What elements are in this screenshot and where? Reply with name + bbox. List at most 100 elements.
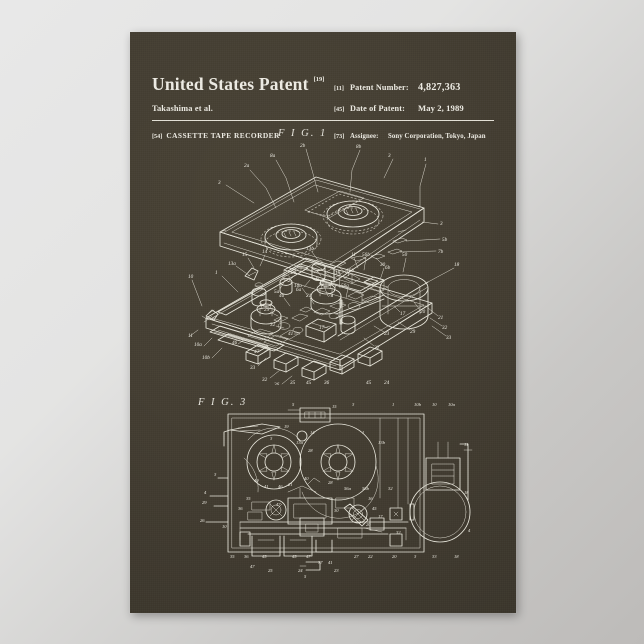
patent-date-value: May 2, 1989 (418, 103, 464, 113)
svg-text:56a: 56a (344, 486, 352, 491)
svg-text:41: 41 (288, 330, 294, 337)
motor-flywheel (379, 274, 429, 330)
inventor-name: Takashima et al. (152, 104, 213, 113)
svg-text:28: 28 (308, 448, 313, 453)
svg-text:29: 29 (264, 307, 270, 313)
svg-text:8b: 8b (356, 144, 362, 150)
header-divider (152, 120, 494, 121)
svg-text:33: 33 (432, 554, 437, 559)
svg-text:6a: 6a (296, 287, 302, 293)
svg-text:46: 46 (232, 339, 238, 346)
svg-text:3: 3 (414, 554, 417, 559)
title-reference-code: [19] (313, 75, 325, 83)
svg-text:14: 14 (310, 430, 315, 435)
svg-text:32: 32 (442, 325, 448, 331)
figure-3-caption: F I G. 3 (198, 397, 248, 408)
patent-number-ref: [11] (334, 85, 344, 92)
key-buttons (245, 344, 383, 381)
svg-text:45: 45 (366, 379, 372, 385)
svg-text:10a: 10a (194, 342, 202, 348)
svg-text:36: 36 (238, 506, 243, 511)
svg-text:11: 11 (188, 333, 193, 339)
assignee-label: Assignee: (350, 133, 379, 140)
mechanism-detail (247, 276, 429, 347)
subject-title: CASSETTE TAPE RECORDER (166, 131, 280, 140)
svg-text:3: 3 (440, 221, 443, 227)
svg-text:10: 10 (188, 274, 194, 280)
svg-text:4: 4 (204, 490, 207, 495)
svg-text:40: 40 (304, 476, 309, 481)
patent-header: United States Patent [19] [11] Patent Num… (152, 74, 494, 143)
svg-text:35: 35 (290, 380, 296, 385)
svg-text:56a: 56a (341, 283, 349, 289)
svg-text:41: 41 (264, 484, 269, 489)
svg-text:20: 20 (420, 309, 426, 315)
svg-text:45: 45 (262, 554, 267, 559)
svg-text:35: 35 (230, 554, 235, 559)
svg-text:10b: 10b (202, 355, 210, 361)
inventor-block: Takashima et al. (152, 98, 334, 116)
svg-text:10b: 10b (414, 402, 422, 407)
svg-text:26: 26 (274, 382, 280, 385)
svg-text:32: 32 (262, 377, 268, 383)
svg-text:5: 5 (304, 574, 307, 578)
svg-text:1: 1 (347, 272, 350, 278)
patent-poster: United States Patent [19] [11] Patent Num… (130, 32, 516, 613)
svg-text:28: 28 (291, 270, 297, 276)
svg-text:23: 23 (384, 331, 390, 337)
svg-text:8a: 8a (270, 153, 276, 159)
patent-number-row: [11] Patent Number: 4,827,363 (334, 82, 494, 93)
svg-text:14: 14 (262, 248, 268, 255)
svg-text:33: 33 (446, 335, 452, 341)
svg-text:16: 16 (368, 496, 373, 501)
svg-text:1: 1 (392, 402, 394, 407)
svg-text:30: 30 (334, 508, 339, 513)
svg-text:46: 46 (278, 484, 283, 489)
figure-1-lower-callouts: 11 50 18 10 1 15 14 13a (188, 246, 460, 385)
figure-3-drawing: 5 15 3 1 10b 10 10a 19 14 3 13a 1 13b 11… (192, 400, 482, 578)
svg-text:46: 46 (279, 292, 285, 299)
svg-text:24: 24 (384, 379, 390, 385)
svg-text:47: 47 (254, 348, 260, 355)
svg-text:22: 22 (368, 554, 373, 559)
svg-text:5a: 5a (274, 289, 280, 295)
svg-text:13a: 13a (296, 440, 304, 445)
patent-title-block: United States Patent [19] (152, 74, 334, 95)
svg-text:18: 18 (454, 262, 460, 268)
svg-text:16b: 16b (346, 268, 354, 274)
left-reel-turntable (250, 299, 282, 335)
svg-text:30: 30 (380, 262, 386, 268)
svg-text:17: 17 (378, 514, 383, 519)
svg-text:21: 21 (438, 315, 444, 321)
svg-text:7b: 7b (438, 249, 444, 255)
svg-text:18: 18 (464, 490, 469, 495)
svg-text:47: 47 (276, 502, 281, 507)
svg-text:29: 29 (410, 329, 416, 335)
right-reel-turntable (310, 279, 342, 315)
svg-text:20: 20 (392, 554, 397, 559)
svg-text:23: 23 (334, 568, 339, 573)
patent-date-ref: [45] (334, 106, 345, 113)
assignee-value: Sony Corporation, Tokyo, Japan (388, 133, 486, 140)
svg-text:13b: 13b (378, 440, 386, 445)
svg-text:11: 11 (351, 252, 356, 258)
svg-text:3: 3 (214, 472, 217, 477)
svg-text:3: 3 (218, 180, 221, 186)
svg-text:18: 18 (454, 554, 459, 559)
svg-text:29: 29 (202, 500, 207, 505)
svg-text:24: 24 (298, 568, 303, 573)
svg-text:21: 21 (288, 482, 293, 487)
svg-text:1: 1 (362, 430, 364, 435)
left-latch (201, 309, 219, 323)
svg-text:17: 17 (319, 325, 325, 331)
patent-date-label: Date of Patent: (350, 104, 405, 113)
svg-text:27: 27 (354, 554, 359, 559)
page-title: United States Patent (152, 74, 309, 94)
patent-number-label: Patent Number: (350, 83, 409, 92)
figure-1-drawing: 3 2a 8a 2b 8b 3 1 3 5b (188, 140, 488, 385)
svg-text:1: 1 (424, 157, 427, 163)
svg-text:28: 28 (328, 480, 333, 485)
assignee-ref: [73] (334, 133, 345, 140)
svg-text:17: 17 (400, 311, 406, 317)
